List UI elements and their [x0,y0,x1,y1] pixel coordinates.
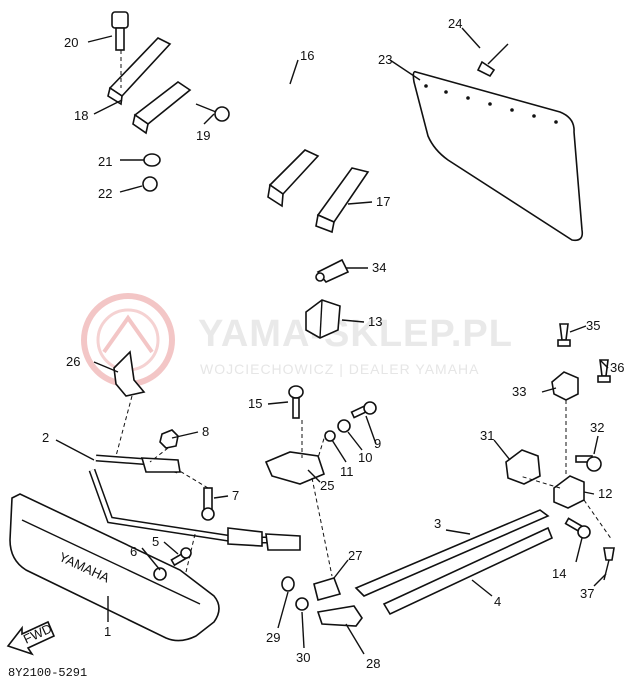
cover-28 [316,605,363,627]
nut-22 [142,176,158,192]
part-label-2: 2 [42,430,49,445]
part-label-15: 15 [248,396,262,411]
part-label-13: 13 [368,314,382,329]
part-label-9: 9 [374,436,381,451]
part-label-28: 28 [366,656,380,671]
bracket-27 [313,577,342,601]
part-label-18: 18 [74,108,88,123]
bolt-7 [201,487,215,521]
part-label-1: 1 [104,624,111,639]
washer-6 [153,567,167,581]
nut-29 [281,576,295,592]
part-label-33: 33 [512,384,526,399]
bracket-17 [316,167,370,223]
leader-lines [55,27,609,655]
bolt-19 [195,103,230,122]
rivet-24 [476,43,509,78]
part-label-11: 11 [340,464,354,479]
part-label-10: 10 [358,450,372,465]
part-label-17: 17 [376,194,390,209]
rivet-36 [597,359,611,383]
part-label-19: 19 [196,128,210,143]
part-label-27: 27 [348,548,362,563]
part-label-6: 6 [130,544,137,559]
part-label-30: 30 [296,650,310,665]
part-label-34: 34 [372,260,386,275]
part-label-4: 4 [494,594,501,609]
part-label-3: 3 [434,516,441,531]
part-label-25: 25 [320,478,334,493]
part-labels: 20 18 19 21 22 16 17 23 24 34 13 26 2 8 … [42,16,624,671]
part-label-20: 20 [64,35,78,50]
part-label-35: 35 [586,318,600,333]
part-label-21: 21 [98,154,112,169]
part-label-23: 23 [378,52,392,67]
nut-21 [143,153,161,167]
bracket-25 [264,451,325,485]
part-label-5: 5 [152,534,159,549]
bumper-frame-2 [88,454,301,551]
bracket-33 [551,371,579,401]
part-label-7: 7 [232,488,239,503]
bumper-1 [9,493,220,642]
diagram-code: 8Y2100-5291 [8,666,87,680]
part-label-24: 24 [448,16,462,31]
strip-4 [382,526,554,616]
part-label-26: 26 [66,354,80,369]
part-label-37: 37 [580,586,594,601]
rivet-35 [557,323,571,347]
assembly-lines [115,50,613,577]
clip-34 [315,258,350,283]
bolt-14 [564,517,591,539]
watermark-title: YAMA-SKLEP.PL [198,313,513,355]
bolt-20 [111,11,129,51]
bracket-26 [113,350,146,397]
part-label-14: 14 [552,566,566,581]
windshield-panel-23 [412,70,584,242]
part-label-8: 8 [202,424,209,439]
rivet-37 [603,547,615,581]
watermark-subtitle: WOJCIECHOWICZ | DEALER YAMAHA [200,361,479,377]
part-label-32: 32 [590,420,604,435]
part-label-16: 16 [300,48,314,63]
washer-10 [337,419,351,433]
bolt-32 [575,455,602,472]
bolt-9 [350,401,377,419]
part-label-36: 36 [610,360,624,375]
part-label-12: 12 [598,486,612,501]
part-label-31: 31 [480,428,494,443]
bracket-31 [505,449,541,485]
strip-3 [354,509,550,597]
bolt-15 [288,385,304,419]
bolt-5 [170,547,192,567]
fwd-arrow [6,620,56,656]
grab-handle-part [132,65,330,208]
bracket-12 [553,475,585,509]
bracket-13 [305,299,341,339]
part-label-29: 29 [266,630,280,645]
nut-8 [159,429,179,449]
washer-11 [324,430,336,442]
part-label-22: 22 [98,186,112,201]
washer-30 [295,597,309,611]
